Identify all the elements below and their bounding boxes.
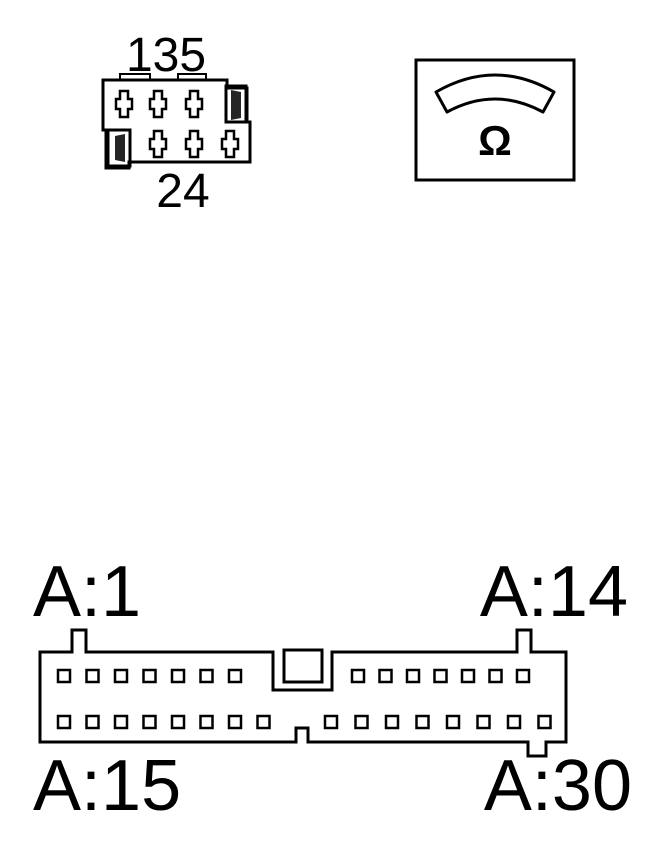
ecu-connector-keyway — [282, 648, 324, 684]
ecu-pin-13 — [488, 668, 503, 684]
ecu-pin-12 — [460, 668, 476, 684]
ecu-label-bottom-left: A:15 — [33, 746, 181, 826]
ecu-label-top-right: A:14 — [480, 552, 628, 632]
ecu-label-bottom-right: A:30 — [484, 746, 632, 826]
small-connector-terminal-b1 — [148, 129, 168, 159]
ecu-pin-10 — [405, 668, 421, 684]
ecu-pin-26 — [415, 714, 430, 730]
small-connector-terminal-b2 — [184, 129, 204, 159]
small-connector-bottom-label: 24 — [156, 165, 209, 218]
ecu-label-top-left: A:1 — [33, 552, 141, 632]
ecu-top-pin-row — [56, 668, 531, 684]
ohm-symbol: Ω — [478, 117, 512, 164]
ohmmeter-icon: Ω — [414, 58, 576, 182]
ecu-pin-20 — [199, 714, 214, 730]
ecu-pin-6 — [199, 668, 214, 684]
ecu-pin-25 — [384, 714, 400, 730]
small-connector: 135 24 — [101, 29, 252, 218]
ecu-pin-4 — [142, 668, 157, 684]
ecu-pin-24 — [354, 714, 369, 730]
ecu-pin-7 — [227, 668, 243, 684]
ecu-pin-21 — [227, 714, 243, 730]
ecu-pin-27 — [445, 714, 461, 730]
ecu-bottom-pin-row — [56, 714, 552, 730]
small-connector-latch-left — [106, 128, 132, 168]
ecu-pin-29 — [506, 714, 522, 730]
ecu-pin-14 — [515, 668, 531, 684]
ecu-pin-16 — [85, 714, 100, 730]
small-connector-terminal-t1 — [114, 89, 134, 119]
ecu-pin-9 — [378, 668, 393, 684]
ecu-pin-8 — [350, 668, 366, 684]
ecu-pin-5 — [170, 668, 186, 684]
small-connector-terminal-t3 — [184, 89, 204, 119]
ecu-pin-28 — [476, 714, 491, 730]
ecu-pin-2 — [85, 668, 100, 684]
small-connector-housing — [101, 78, 252, 170]
ecu-pin-18 — [142, 714, 157, 730]
ecu-pin-15 — [56, 714, 72, 730]
small-connector-terminal-t2 — [148, 89, 168, 119]
ecu-pin-23 — [323, 714, 339, 730]
ecu-pin-22 — [256, 714, 271, 730]
ecu-connector: A:1 A:14 A:15 A:30 — [33, 552, 632, 826]
small-connector-latch-right — [224, 84, 248, 124]
small-connector-terminal-b3 — [220, 129, 240, 159]
ecu-pin-19 — [170, 714, 186, 730]
ecu-pin-3 — [113, 668, 129, 684]
ecu-pin-11 — [433, 668, 448, 684]
ohmmeter-scale-arc — [434, 73, 556, 114]
ecu-pin-1 — [56, 668, 72, 684]
ecu-pin-17 — [113, 714, 129, 730]
ecu-pin-30 — [537, 714, 552, 730]
